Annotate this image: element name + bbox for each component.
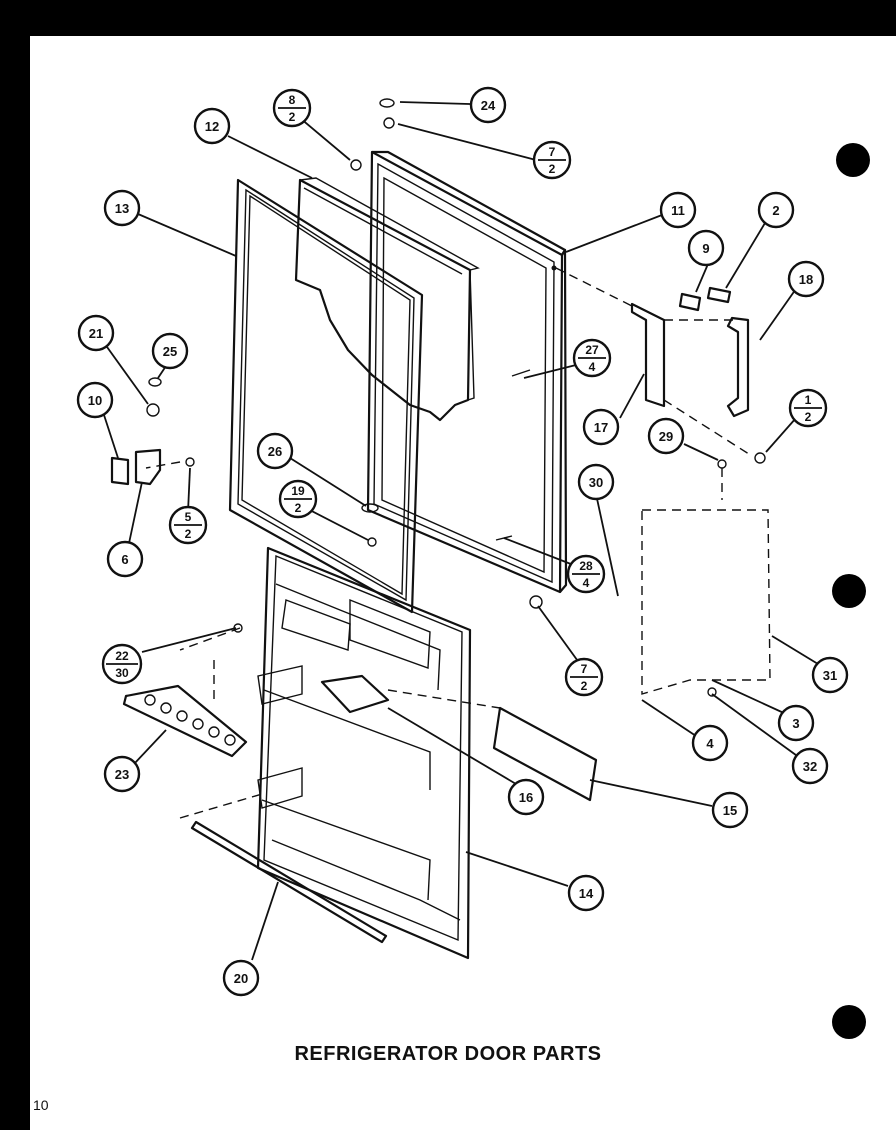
- callout-number: 13: [115, 201, 129, 216]
- callout-number: 2: [549, 162, 556, 176]
- callout-21: 21: [77, 314, 115, 352]
- hinge-plate: [110, 456, 130, 486]
- callout-number: 17: [594, 420, 608, 435]
- callout-8-2: 82: [272, 88, 312, 128]
- callout-27-4: 274: [572, 338, 612, 378]
- callout-number: 19: [291, 484, 305, 498]
- callout-number: 22: [115, 649, 129, 663]
- callout-number: 30: [115, 666, 129, 680]
- callout-number: 20: [234, 971, 248, 986]
- callout-19-2: 192: [278, 479, 318, 519]
- callout-number: 11: [671, 203, 685, 218]
- callout-number: 3: [792, 716, 799, 731]
- callout-number: 4: [589, 360, 596, 374]
- callout-number: 4: [706, 736, 714, 751]
- diagram-title: REFRIGERATOR DOOR PARTS: [294, 1043, 602, 1065]
- paper-sheet: [30, 36, 896, 1130]
- callout-4: 4: [691, 724, 729, 762]
- callout-number: 2: [185, 527, 192, 541]
- callout-number: 16: [519, 790, 533, 805]
- callout-11: 11: [659, 191, 697, 229]
- callout-31: 31: [811, 656, 849, 694]
- callout-number: 9: [702, 241, 709, 256]
- callout-25: 25: [151, 332, 189, 370]
- door-insulation: [294, 177, 480, 422]
- callout-number: 2: [295, 501, 302, 515]
- leader-lines: [101, 101, 819, 961]
- callout-29: 29: [647, 417, 685, 455]
- callout-number: 6: [121, 552, 128, 567]
- callout-17: 17: [582, 408, 620, 446]
- callout-number: 31: [823, 668, 837, 683]
- callout-number: 29: [659, 429, 673, 444]
- callout-20: 20: [222, 959, 260, 997]
- callout-number: 25: [163, 344, 177, 359]
- callout-14: 14: [567, 874, 605, 912]
- callout-number: 7: [549, 145, 556, 159]
- callout-10: 10: [76, 381, 114, 419]
- callout-number: 2: [772, 203, 779, 218]
- hinge-bracket: [134, 448, 162, 486]
- door-outer-panel: [366, 150, 568, 594]
- door-inner-liner: [256, 546, 472, 960]
- callout-3: 3: [777, 704, 815, 742]
- trim-strip: [190, 820, 388, 944]
- door-handle: [726, 316, 750, 418]
- callout-number: 4: [583, 576, 590, 590]
- callout-number: 2: [289, 110, 296, 124]
- callout-number: 28: [579, 559, 593, 573]
- callout-6: 6: [106, 540, 144, 578]
- callout-number: 27: [585, 343, 599, 357]
- binder-hole: [832, 1005, 866, 1039]
- callout-7-2-top: 72: [532, 140, 572, 180]
- callout-number: 15: [723, 803, 737, 818]
- callout-number: 1: [805, 393, 812, 407]
- callout-layer: 24 82 72 12 13 11 2 9 18 21 25 274 10 12…: [76, 86, 849, 997]
- binder-hole: [832, 574, 866, 608]
- handle-pad-2: [706, 286, 732, 304]
- egg-tray: [122, 684, 248, 758]
- callout-number: 18: [799, 272, 813, 287]
- door-gasket: [228, 178, 424, 614]
- callout-12: 12: [193, 107, 231, 145]
- callout-24: 24: [469, 86, 507, 124]
- shelf-bracket: [492, 706, 598, 802]
- callout-16: 16: [507, 778, 545, 816]
- callout-number: 23: [115, 767, 129, 782]
- callout-number: 2: [805, 410, 812, 424]
- callout-number: 10: [88, 393, 102, 408]
- callout-28-4: 284: [566, 554, 606, 594]
- callout-number: 2: [581, 679, 588, 693]
- callout-number: 32: [803, 759, 817, 774]
- handle-pad-9: [678, 292, 702, 312]
- callout-15: 15: [711, 791, 749, 829]
- callout-5-2: 52: [168, 505, 208, 545]
- callout-9: 9: [687, 229, 725, 267]
- callout-1-2: 12: [788, 388, 828, 428]
- callout-7-2-bottom: 72: [564, 657, 604, 697]
- callout-number: 30: [589, 475, 603, 490]
- callout-number: 14: [579, 886, 594, 901]
- callout-23: 23: [103, 755, 141, 793]
- callout-number: 21: [89, 326, 103, 341]
- callout-26: 26: [256, 432, 294, 470]
- callout-13: 13: [103, 189, 141, 227]
- callout-number: 26: [268, 444, 282, 459]
- callout-number: 5: [185, 510, 192, 524]
- callout-2: 2: [757, 191, 795, 229]
- light-cover-outline: [641, 509, 771, 695]
- shelf-16: [320, 674, 390, 714]
- callout-number: 7: [581, 662, 588, 676]
- callout-30: 30: [577, 463, 615, 501]
- page-number: 10: [33, 1097, 49, 1113]
- handle-bracket: [630, 302, 666, 408]
- callout-number: 12: [205, 119, 219, 134]
- callout-number: 8: [289, 93, 296, 107]
- callout-32: 32: [791, 747, 829, 785]
- binder-hole: [836, 143, 870, 177]
- callout-number: 24: [481, 98, 496, 113]
- callout-18: 18: [787, 260, 825, 298]
